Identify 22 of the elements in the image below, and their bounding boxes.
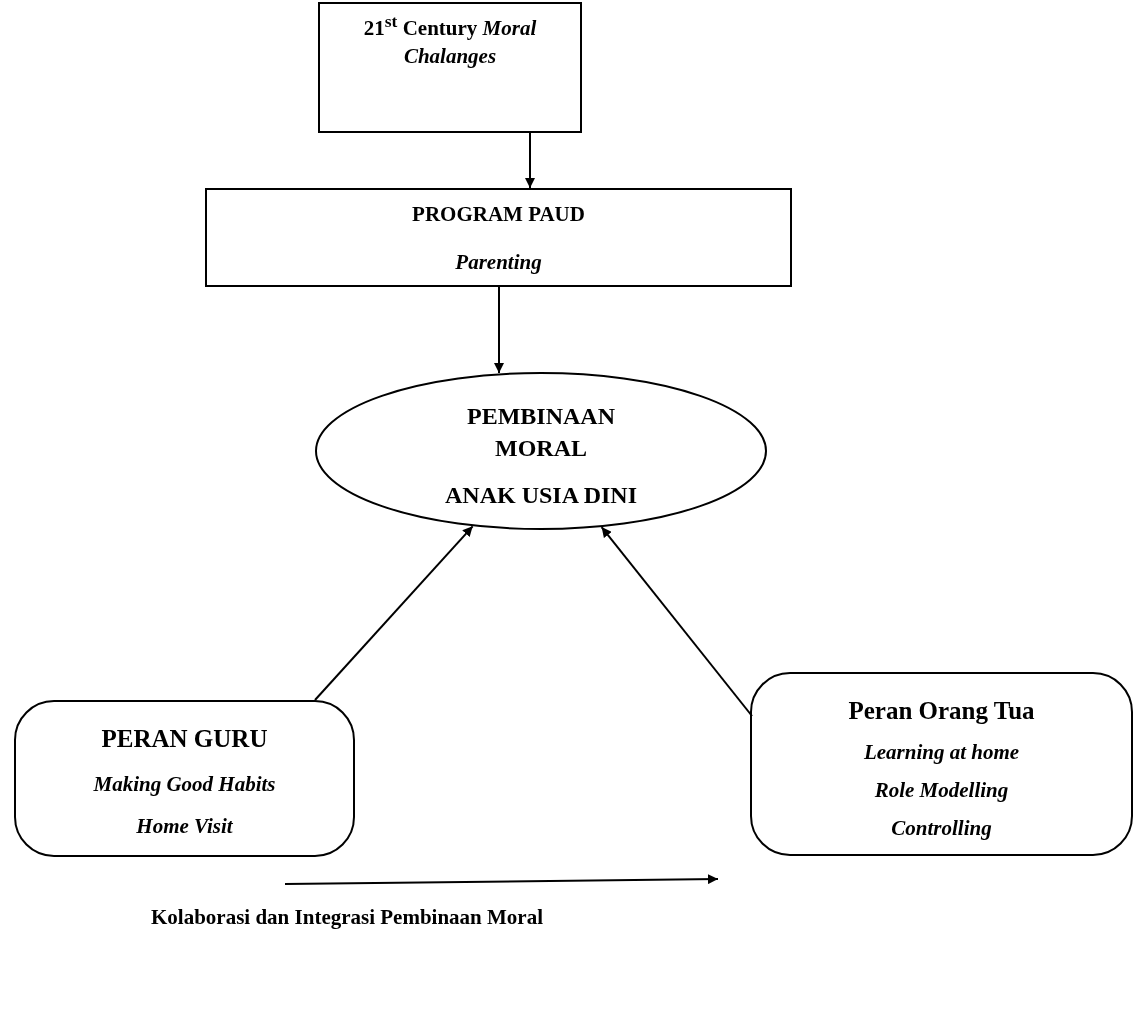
arrow	[600, 526, 753, 717]
node-text: Making Good Habits	[93, 770, 276, 798]
node-title: PEMBINAAN MORAL	[466, 402, 616, 464]
arrow	[494, 286, 504, 374]
caption-text: Kolaborasi dan Integrasi Pembinaan Moral	[151, 905, 544, 930]
rounded-box	[14, 700, 355, 857]
arrow	[525, 132, 535, 189]
process-box	[318, 2, 582, 133]
node-title: 21$^{st}$ Century Moral Chalanges	[362, 10, 538, 71]
ellipse-node	[315, 372, 767, 530]
node-text: ANAK USIA DINI	[444, 480, 637, 510]
node-text: Controlling	[891, 815, 992, 843]
node-title: PERAN GURU	[101, 724, 268, 754]
arrow	[314, 525, 474, 701]
node-text: Learning at home	[863, 738, 1020, 766]
node-text: Home Visit	[136, 813, 233, 841]
node-title: Peran Orang Tua	[848, 696, 1035, 726]
node-text: Role Modelling	[874, 777, 1009, 805]
rounded-box	[750, 672, 1133, 856]
process-box	[205, 188, 792, 287]
node-text: Parenting	[455, 249, 542, 277]
node-title: PROGRAM PAUD	[412, 201, 585, 228]
